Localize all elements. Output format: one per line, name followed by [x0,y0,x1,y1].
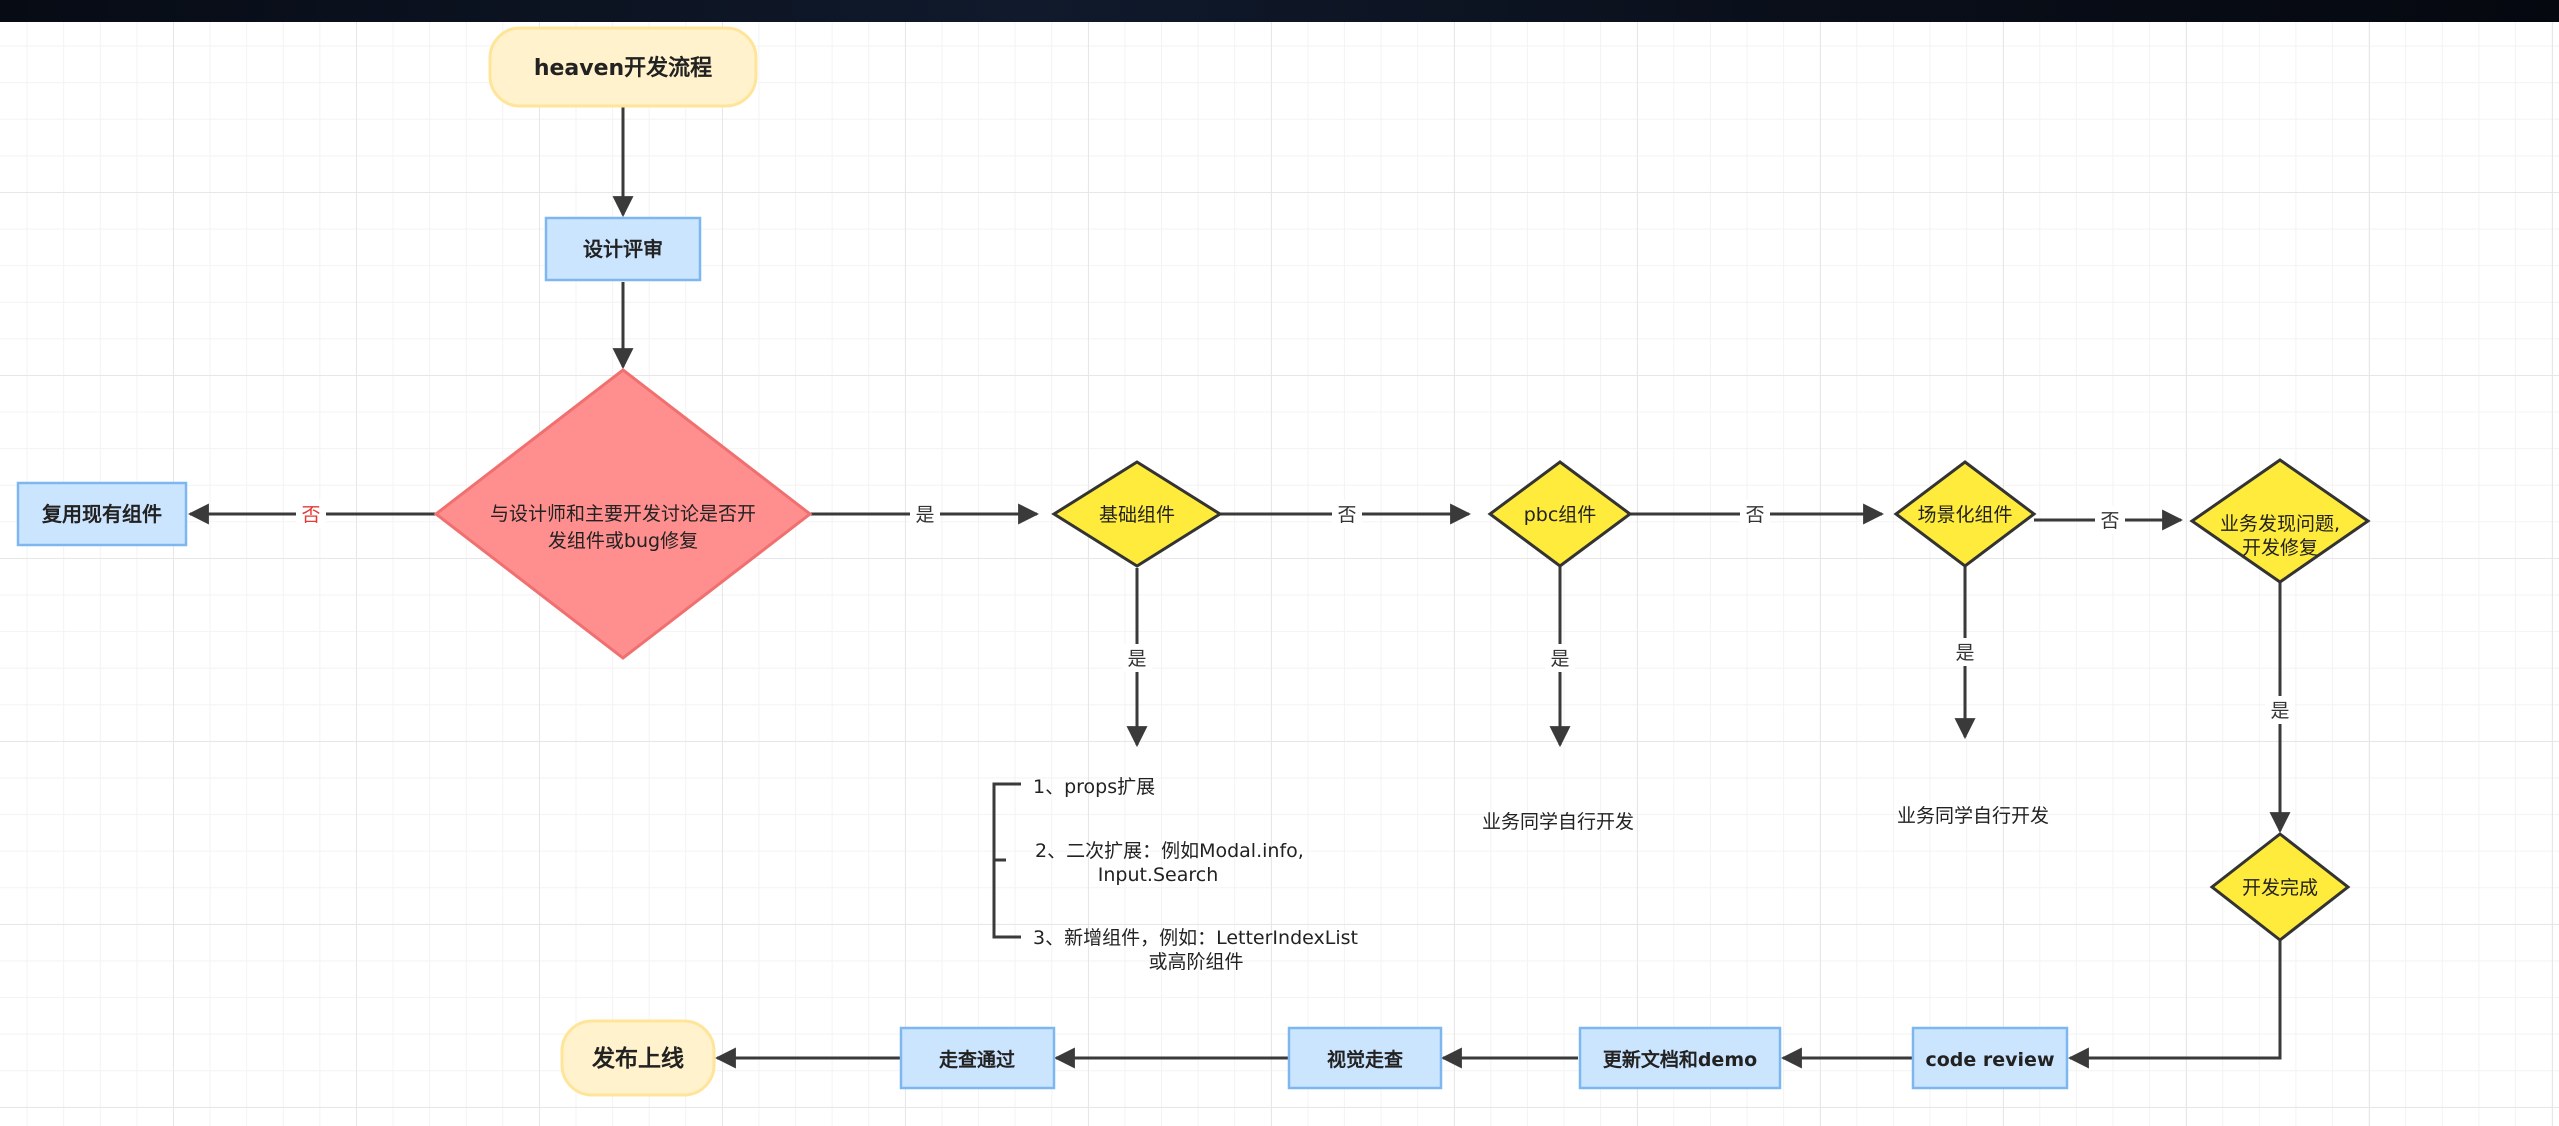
edge-label-yes-main: 是 [915,504,934,526]
node-main-decision[interactable]: 与设计师和主要开发讨论是否开 发组件或bug修复 [433,368,813,660]
note-scenario: 业务同学自行开发 [1897,805,2049,827]
note-basic-2-line2: Input.Search [1098,864,1219,886]
node-issue-line1: 业务发现问题, [2220,513,2340,535]
edge-label-yes-issue: 是 [2270,700,2289,722]
edge-label-yes-scenario: 是 [1955,642,1974,664]
edge-done-to-codereview [2067,940,2282,1069]
edge-label-yes-pbc: 是 [1550,648,1569,670]
window-top-bar [0,0,2559,22]
node-start[interactable]: heaven开发流程 [488,26,758,108]
node-code-review[interactable]: code review [1911,1026,2069,1090]
node-pbc[interactable]: pbc组件 [1487,460,1633,568]
edge-label-no-basic: 否 [1337,504,1356,526]
node-walk-pass[interactable]: 走查通过 [899,1026,1056,1090]
node-basic[interactable]: 基础组件 [1051,460,1223,568]
node-dev-done-label: 开发完成 [2242,877,2318,899]
note-basic-1: 1、props扩展 [1033,776,1155,798]
edge-label-no-pbc: 否 [1745,504,1764,526]
edge-label-yes-basic: 是 [1127,648,1146,670]
node-update-docs-label: 更新文档和demo [1603,1048,1757,1071]
node-visual-walk[interactable]: 视觉走查 [1287,1026,1443,1090]
node-visual-walk-label: 视觉走查 [1327,1048,1404,1071]
node-issue[interactable]: 业务发现问题, 开发修复 [2189,458,2371,584]
node-basic-label: 基础组件 [1099,504,1175,526]
node-reuse[interactable]: 复用现有组件 [16,481,188,547]
node-release-label: 发布上线 [591,1045,684,1072]
node-scenario[interactable]: 场景化组件 [1893,460,2037,568]
node-walk-pass-label: 走查通过 [939,1048,1015,1071]
node-start-label: heaven开发流程 [534,55,712,81]
node-release[interactable]: 发布上线 [560,1019,716,1097]
node-design-review[interactable]: 设计评审 [544,216,702,282]
note-basic-2-line1: 2、二次扩展：例如Modal.info, [1035,840,1304,862]
note-basic-3-line1: 3、新增组件，例如：LetterIndexList [1033,927,1358,949]
note-basic-3-line2: 或高阶组件 [1148,951,1243,973]
node-update-docs[interactable]: 更新文档和demo [1578,1026,1782,1090]
edge-label-no-main: 否 [301,504,320,526]
node-code-review-label: code review [1925,1049,2054,1071]
node-design-review-label: 设计评审 [583,237,663,261]
node-scenario-label: 场景化组件 [1917,504,2012,526]
edge-label-no-scenario: 否 [2100,510,2119,532]
node-main-decision-line2: 发组件或bug修复 [548,530,698,552]
node-main-decision-line1: 与设计师和主要开发讨论是否开 [490,503,756,525]
node-issue-line2: 开发修复 [2242,537,2318,559]
note-pbc: 业务同学自行开发 [1482,811,1634,833]
node-dev-done[interactable]: 开发完成 [2209,832,2351,942]
node-reuse-label: 复用现有组件 [41,502,162,526]
node-pbc-label: pbc组件 [1524,504,1597,526]
